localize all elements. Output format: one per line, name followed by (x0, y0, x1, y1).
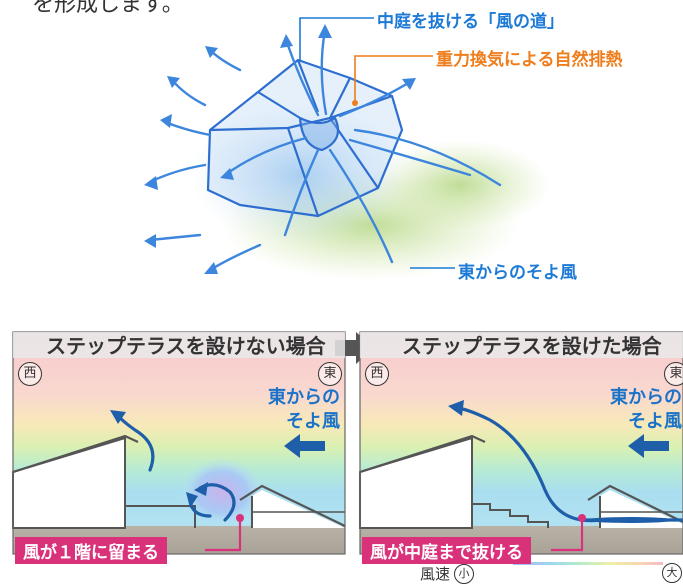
label-stack-ventilation: 重力換気による自然排熱 (436, 50, 623, 70)
panel-title-with-terrace: ステップテラスを設けた場合 (402, 334, 662, 358)
east-breeze-label: 東からの そよ風 (248, 386, 340, 434)
label-wind-path: 中庭を抜ける「風の道」 (377, 12, 564, 32)
legend-large-marker: 大 (662, 563, 682, 583)
breeze-line-1: 東からの (610, 387, 682, 408)
legend-label: 風速 (420, 565, 451, 583)
sketch-diagram (144, 17, 550, 280)
panel-title-without-terrace: ステップテラスを設けない場合 (46, 334, 326, 358)
east-marker: 東 (318, 362, 342, 386)
caption-reaches-courtyard: 風が中庭まで抜ける (362, 537, 531, 564)
legend-small-marker: 小 (454, 563, 475, 584)
caption-stays-first-floor: 風が１階に留まる (15, 537, 167, 564)
intro-text: を形成します。 (32, 0, 184, 17)
east-breeze-label: 東からの そよ風 (590, 386, 682, 434)
breeze-line-1: 東からの (268, 387, 340, 408)
west-marker: 西 (18, 362, 42, 386)
west-marker: 西 (365, 362, 389, 386)
label-east-breeze: 東からのそよ風 (458, 263, 577, 283)
east-marker: 東 (664, 362, 683, 386)
comparison-panels (12, 331, 683, 565)
legend: 風速 小 (420, 563, 475, 584)
breeze-line-2: そよ風 (628, 411, 682, 432)
breeze-line-2: そよ風 (286, 411, 340, 432)
